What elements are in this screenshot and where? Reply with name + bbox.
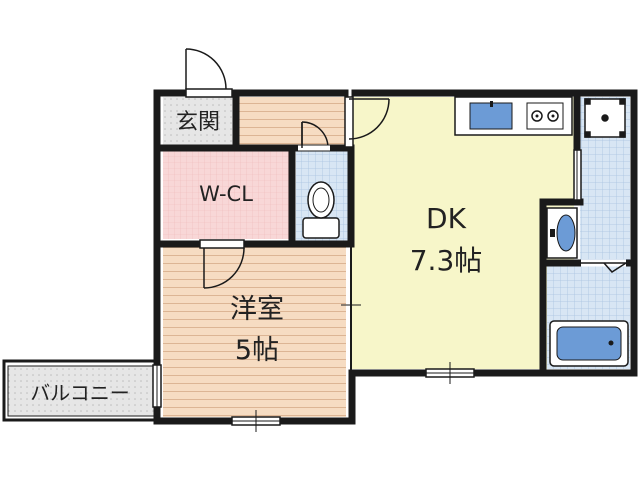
- genkan-floor: [163, 97, 235, 145]
- toilet-door: [298, 121, 330, 151]
- washroom-sliding-door: [573, 149, 582, 201]
- entrance-door: [185, 48, 233, 98]
- yoshitsu-door: [199, 239, 245, 289]
- kitchen-sink: [469, 102, 513, 130]
- balcony-label: バルコニー: [30, 381, 130, 405]
- walls: [153, 89, 638, 425]
- yoshitsu-size-label: 5帖: [235, 335, 279, 366]
- stove: [526, 102, 564, 130]
- wcl-floor: [163, 151, 290, 239]
- yoshitsu-bottom-window: [231, 410, 281, 432]
- wash-basin: [546, 207, 578, 259]
- bathtub: [549, 320, 629, 367]
- balcony-floor: [8, 366, 156, 416]
- dk-bottom-window: [425, 362, 475, 384]
- kitchen-counter: [454, 96, 573, 136]
- hallway-floor: [238, 97, 348, 145]
- bath-door: [581, 259, 627, 273]
- dk-door: [344, 96, 390, 148]
- yoshitsu-floor: [163, 243, 346, 417]
- washing-machine-space: [584, 98, 626, 138]
- dk-floor: [350, 97, 574, 369]
- balcony-window: [152, 364, 162, 408]
- wcl-label: W-CL: [199, 182, 253, 206]
- dk-label: DK: [426, 202, 467, 235]
- dk-size-label: 7.3帖: [410, 244, 483, 277]
- toilet: [302, 181, 340, 239]
- genkan-label: 玄関: [176, 110, 220, 135]
- yoshitsu-label: 洋室: [230, 294, 284, 325]
